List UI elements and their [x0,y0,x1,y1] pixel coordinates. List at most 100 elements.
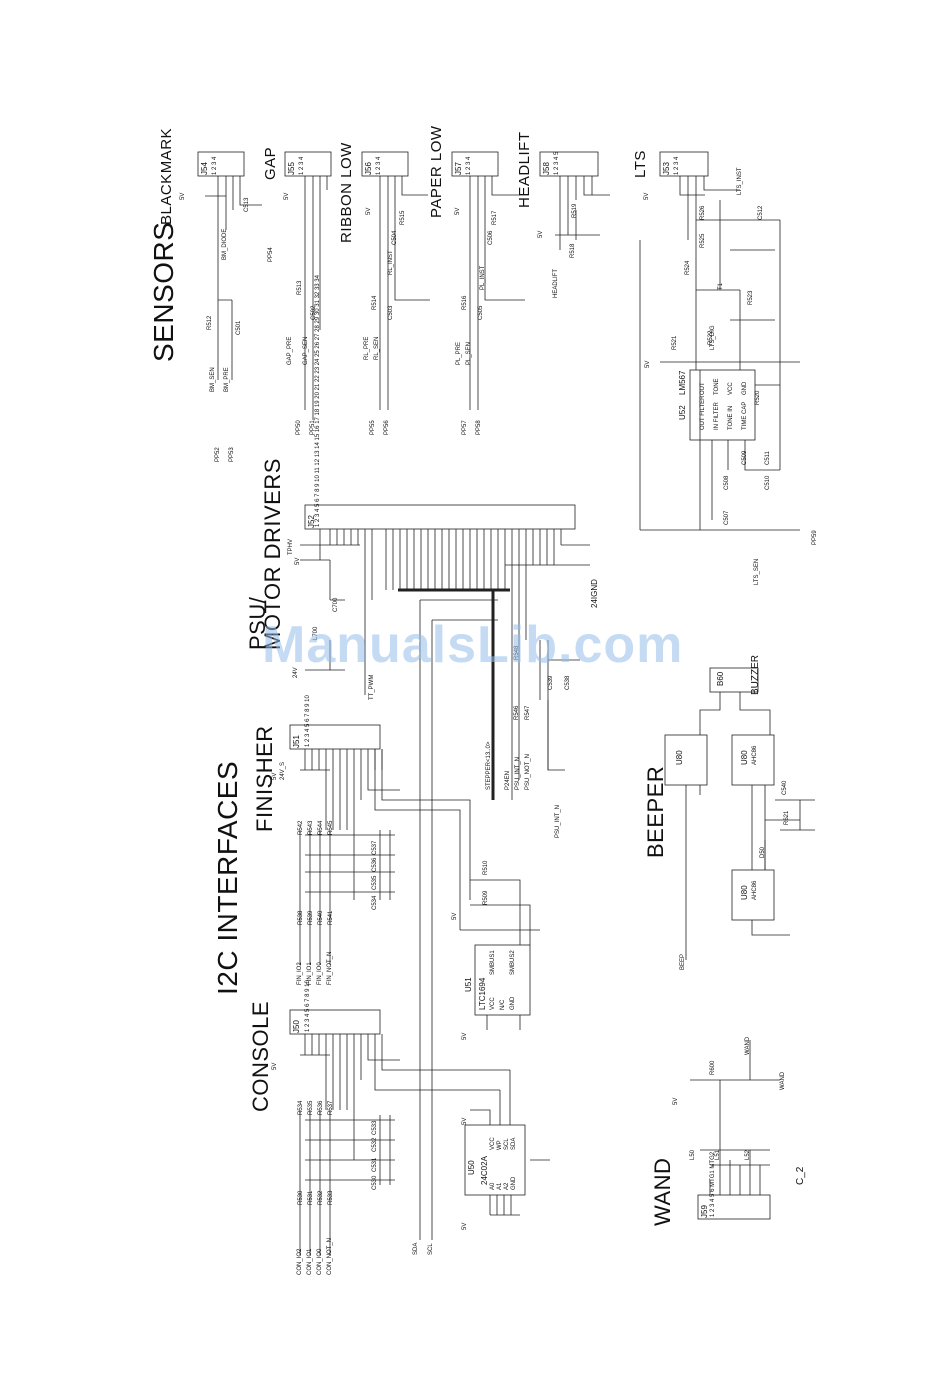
net-con-io2: CON_IO2 [297,1248,303,1275]
ref-r600: R600 [710,1060,716,1075]
part-24c02a: 24C02A [480,1156,489,1185]
net-wand: WAND [745,1036,751,1055]
pwr-5v-j53: 5V [644,192,650,200]
net-fin-io2: FIN_IO2 [297,962,303,985]
j59-pins: 1 2 3 4 5 6 MTG1 MTG2 [710,1151,716,1217]
ref-c540: C540 [782,780,788,795]
u80a-box [664,734,708,786]
net-pl-pre: PL_PRE [456,341,462,365]
net-fin-not-n: FIN_NOT_N [327,951,333,985]
u51-pin-nc: N/C [500,999,506,1010]
pwr-5v-u51: 5V [452,912,458,920]
u80b-box [731,734,775,786]
ref-r537: R537 [328,1100,334,1115]
ref-r538: R538 [298,910,304,925]
ref-c503: C503 [388,305,394,320]
j54-box [197,151,245,177]
ref-c502: C502 [311,305,317,320]
heading-console: CONSOLE [248,1000,273,1112]
ref-r525: R525 [700,233,706,248]
net-rl-pre: RL_PRE [364,336,370,360]
heading-beeper: BEEPER [643,765,668,858]
ref-c700: C700 [333,597,339,612]
u52-pin-tonein: TONE IN [728,405,734,430]
ref-j56: J56 [364,162,373,175]
ref-c535: C535 [372,875,378,890]
u52-pin-ofilter: OUT FILTER [700,395,706,430]
u52-pin-timecap: TIME CAP [742,401,748,430]
ref-c530: C530 [372,1175,378,1190]
heading-wand: WAND [650,1157,675,1226]
part-lm567: LM567 [678,370,687,395]
ref-r524: R524 [685,260,691,275]
ref-c539: C539 [548,675,554,690]
net-p24en: P24EN [505,770,511,790]
ref-r522: R522 [708,330,714,345]
net-bm-sen: BM_SEN [210,367,216,392]
tp-pp55: PP55 [370,420,376,435]
tp-pp58: PP58 [476,420,482,435]
net-bm-diode: BM_DIODE [222,228,228,260]
tp-pp57: PP57 [462,420,468,435]
j54-pins: 1 2 3 4 [212,156,218,175]
ref-c511: C511 [765,451,771,465]
heading-sensors: SENSORS [148,221,179,362]
tp-pp56: PP56 [384,420,390,435]
pwr-24vs-j51: 24V_S [280,761,286,780]
u51-pin-smbus1: SMBUS1 [490,950,496,975]
u50-pin-sda: SDA [511,1137,517,1150]
net-con-not-n: CON_NOT_N [327,1237,333,1275]
ref-u51: U51 [464,977,473,992]
net-psu-int-n-2: PSU_INT_N [555,804,561,838]
u80c-box [731,869,775,921]
pwr-5v-u50b: 5V [462,1222,468,1230]
ref-r533: R533 [328,1190,334,1205]
label-headlift: HEADLIFT [516,131,533,208]
ref-r521: R521 [672,335,678,350]
ref-r535: R535 [308,1100,314,1115]
u51-pin-vcc: VCC [490,997,496,1010]
ref-r517: R517 [492,210,498,225]
ref-r515: R515 [400,210,406,225]
label-paper-low: PAPER LOW [428,125,445,218]
j53-box [659,151,709,177]
ref-j53: J53 [662,162,671,175]
net-sda: SDA [413,1242,419,1255]
u50-pin-a1: A1 [497,1182,503,1190]
pwr-5v-u52: 5V [645,360,651,368]
net-psu-not-n: PSU_NOT_N [525,753,531,790]
ref-c537: C537 [372,840,378,855]
ref-j54: J54 [200,162,209,175]
ref-u52: U52 [678,405,687,420]
ref-c536: C536 [372,857,378,872]
ref-u80a: U80 [675,750,684,765]
ref-c508: C508 [724,475,730,490]
b60-box [709,667,759,693]
net-wand-2: WAND [780,1071,786,1090]
net-bm-pre: BM_PRE [224,367,230,392]
ref-l50: L50 [690,1149,696,1160]
ref-l51: L51 [715,1149,721,1160]
u50-pin-gnd: GND [511,1176,517,1190]
ref-r532: R532 [318,1190,324,1205]
u50-pin-a2: A2 [504,1182,510,1190]
ref-j57: J57 [454,162,463,175]
j57-pins: 1 2 3 4 [466,156,472,175]
ref-j50: J50 [292,1020,301,1033]
j51-box [289,724,381,750]
ref-l52: L52 [745,1149,751,1160]
net-lts-inst: LTS_INST [737,167,743,195]
net-beep: BEEP [680,953,686,970]
ref-r520: R520 [755,390,761,405]
ref-r545: R545 [328,820,334,835]
label-gap: GAP [262,146,279,180]
net-headlift: HEADLIFT [553,268,559,298]
tp-pp50: PP50 [296,420,302,435]
pwr-5v-j52: 5V [295,557,301,565]
ref-r543: R543 [308,820,314,835]
part-ahc86-c: AHC86 [752,880,758,900]
label-blackmark: BLACKMARK [158,127,175,225]
net-gap-pre: GAP_PRE [287,336,293,365]
u50-box [464,1124,526,1196]
